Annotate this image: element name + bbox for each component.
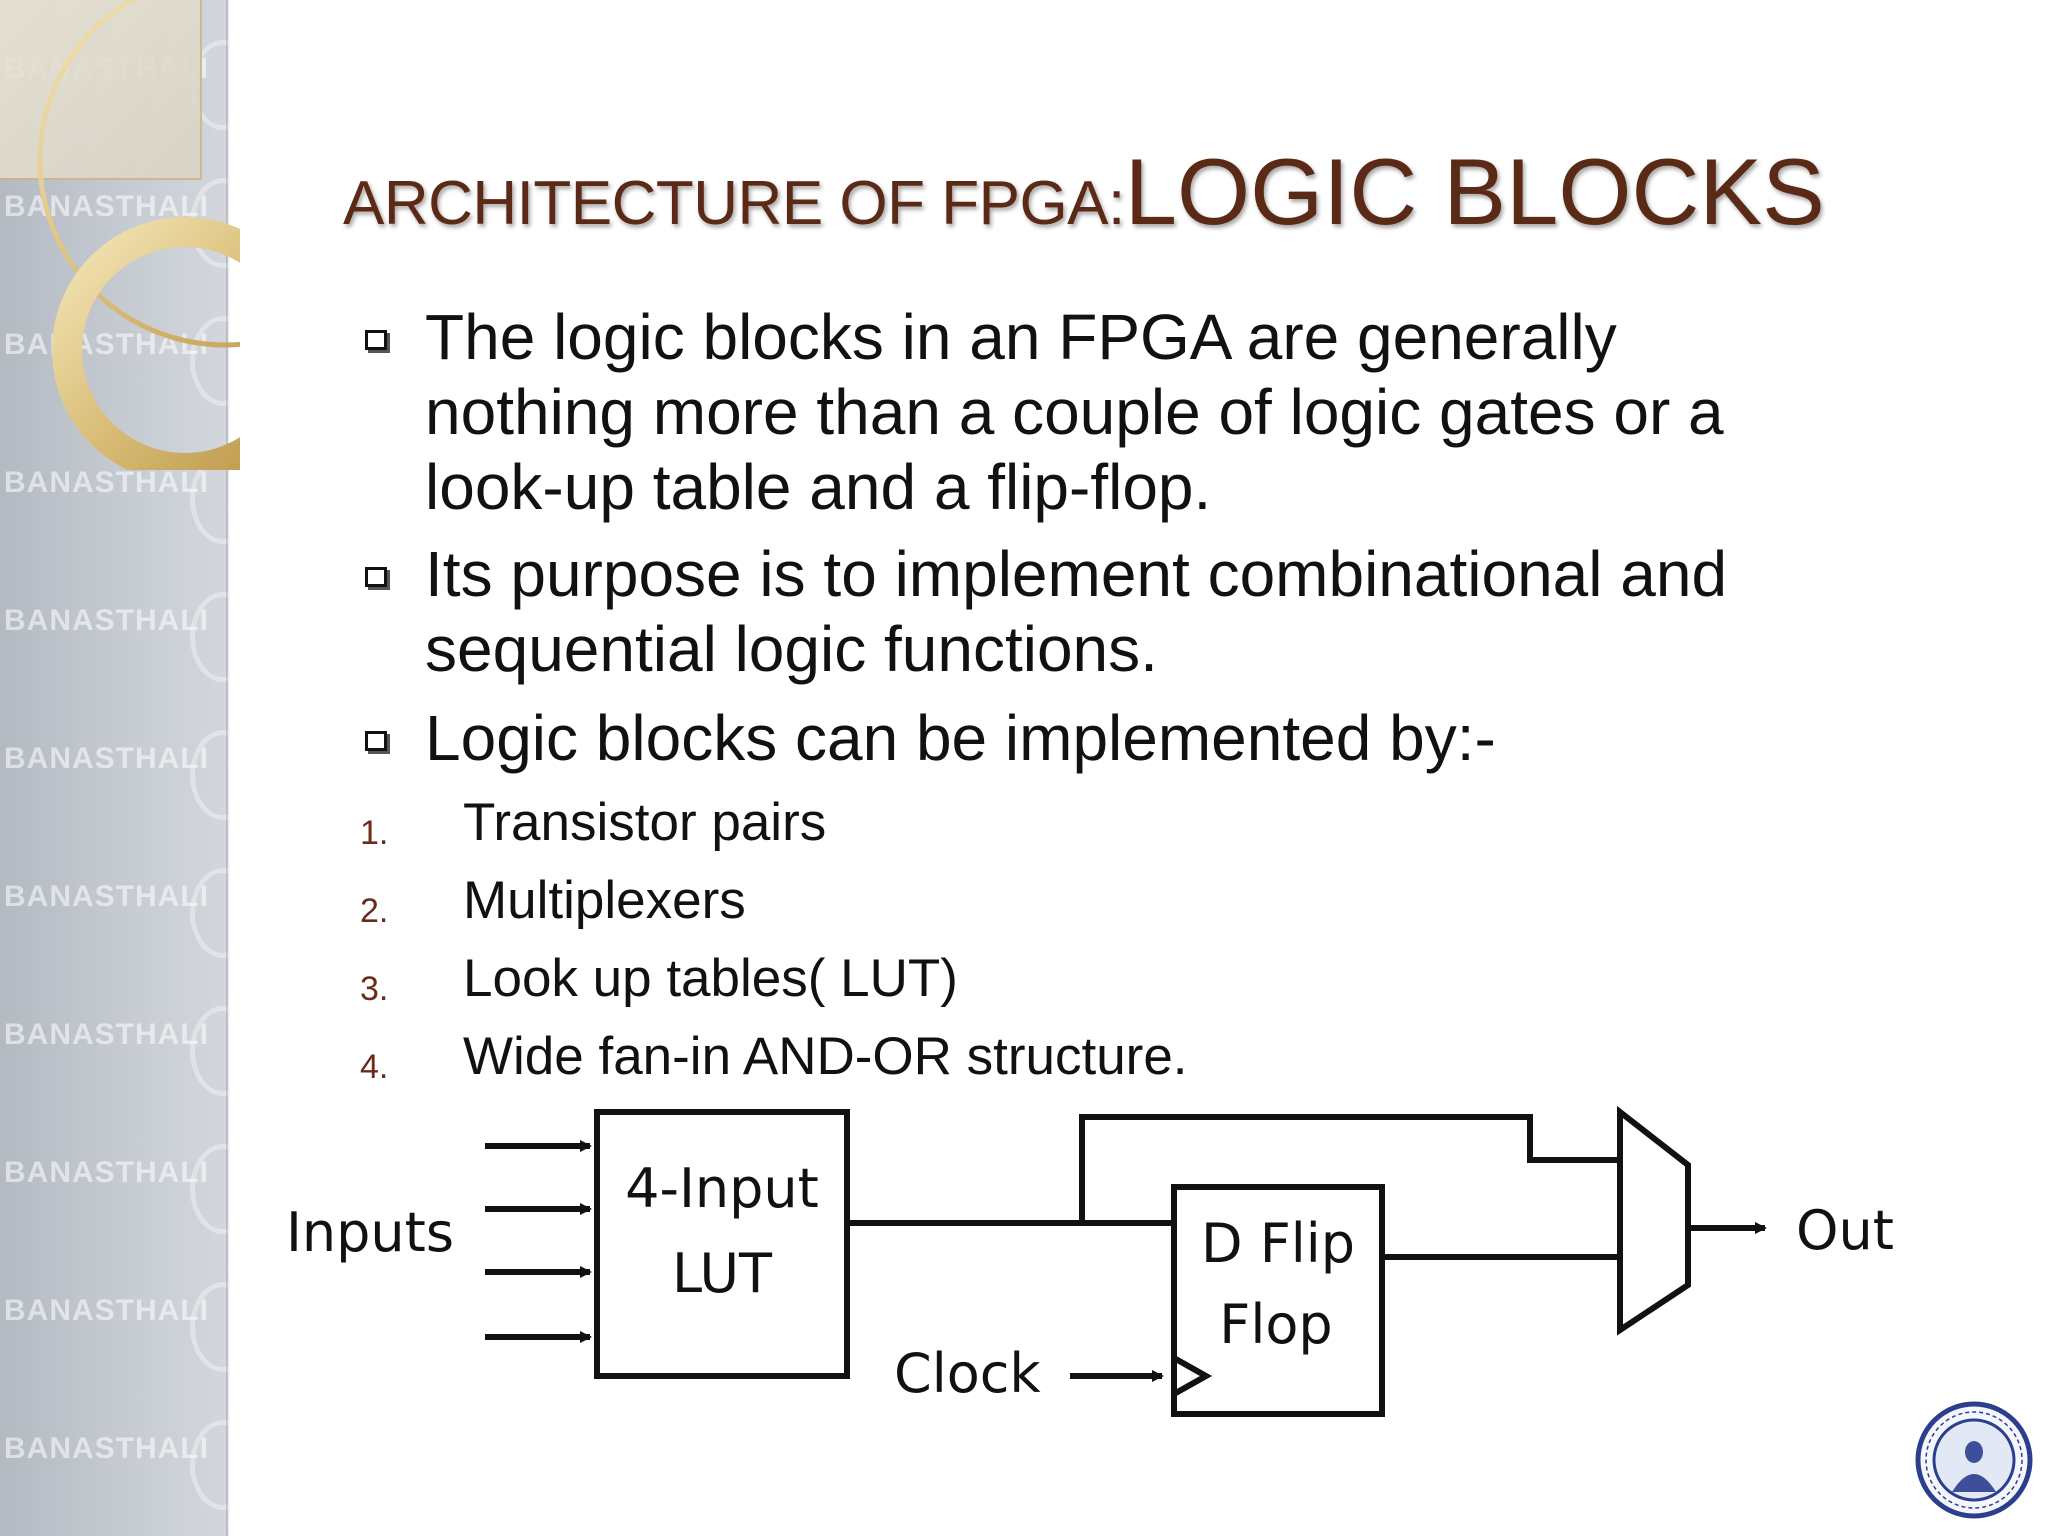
clock-triangle-icon bbox=[1172, 1355, 1213, 1397]
corner-panel-decoration bbox=[0, 0, 202, 180]
logic-block-diagram: Inputs 4-Input LUT D Flip Flop Clock Out bbox=[286, 1105, 1894, 1417]
bullet-text: Its purpose is to implement combinationa… bbox=[425, 537, 1845, 687]
title-main: LOGIC BLOCKS bbox=[1124, 139, 1825, 244]
bullet-line: The logic blocks in an FPGA are generall… bbox=[425, 301, 1617, 373]
bullet-text: Logic blocks can be implemented by:- bbox=[425, 701, 1845, 776]
lut-label-line2: LUT bbox=[672, 1242, 773, 1305]
hollow-square-bullet-icon bbox=[365, 731, 387, 751]
sidebar-edge-shadow bbox=[226, 0, 230, 1536]
gold-ring-thick bbox=[52, 217, 240, 470]
inputs-label: Inputs bbox=[286, 1201, 454, 1264]
item-text: Transistor pairs bbox=[463, 793, 827, 852]
multiplexer-shape bbox=[1617, 1105, 1691, 1336]
watermark-text: BANASTHALI bbox=[4, 880, 209, 913]
slide-title: ARCHITECTURE OF FPGA:LOGIC BLOCKS bbox=[343, 138, 2003, 246]
watermark-text: BANASTHALI bbox=[4, 328, 209, 361]
bullet-line: Its purpose is to implement combinationa… bbox=[425, 538, 1728, 610]
flip-flop-label-line2: Flop bbox=[1219, 1293, 1332, 1356]
bullet-line: sequential logic functions. bbox=[425, 613, 1158, 685]
item-number: 2. bbox=[360, 892, 389, 930]
watermark-text: BANASTHALI bbox=[4, 742, 209, 775]
clock-label: Clock bbox=[894, 1342, 1041, 1405]
gold-ring-large bbox=[37, 0, 240, 348]
item-text: Multiplexers bbox=[463, 871, 746, 930]
bullet-line: Logic blocks can be implemented by:- bbox=[425, 702, 1496, 774]
flip-flop-label-line1: D Flip bbox=[1201, 1212, 1355, 1275]
bullet-line: nothing more than a couple of logic gate… bbox=[425, 376, 1724, 448]
lut-label-line1: 4-Input bbox=[625, 1157, 819, 1220]
watermark-text: BANASTHALI bbox=[4, 466, 209, 499]
item-number: 3. bbox=[360, 970, 389, 1008]
watermark-text: BANASTHALI bbox=[4, 1294, 209, 1327]
item-text: Look up tables( LUT) bbox=[463, 949, 958, 1008]
bullet-text: The logic blocks in an FPGA are generall… bbox=[425, 300, 1845, 525]
lut-box bbox=[594, 1109, 850, 1379]
watermark-text: BANASTHALI bbox=[4, 1432, 209, 1465]
item-number: 4. bbox=[360, 1048, 389, 1086]
bullet-line: look-up table and a flip-flop. bbox=[425, 451, 1212, 523]
gold-rings-decoration bbox=[37, 0, 240, 470]
item-number: 1. bbox=[360, 814, 389, 852]
item-text: Wide fan-in AND-OR structure. bbox=[463, 1027, 1188, 1086]
bypass-wire bbox=[1079, 1114, 1617, 1223]
watermark-text: BANASTHALI bbox=[4, 1156, 209, 1189]
flip-flop-box bbox=[1171, 1184, 1385, 1417]
watermark-text: BANASTHALI bbox=[4, 604, 209, 637]
out-label: Out bbox=[1796, 1199, 1894, 1262]
hollow-square-bullet-icon bbox=[365, 330, 387, 350]
watermark-text: BANASTHALI bbox=[4, 1018, 209, 1051]
banasthali-seal-logo bbox=[1915, 1401, 2033, 1519]
hollow-square-bullet-icon bbox=[365, 567, 387, 587]
title-prefix: ARCHITECTURE OF FPGA: bbox=[343, 169, 1125, 238]
